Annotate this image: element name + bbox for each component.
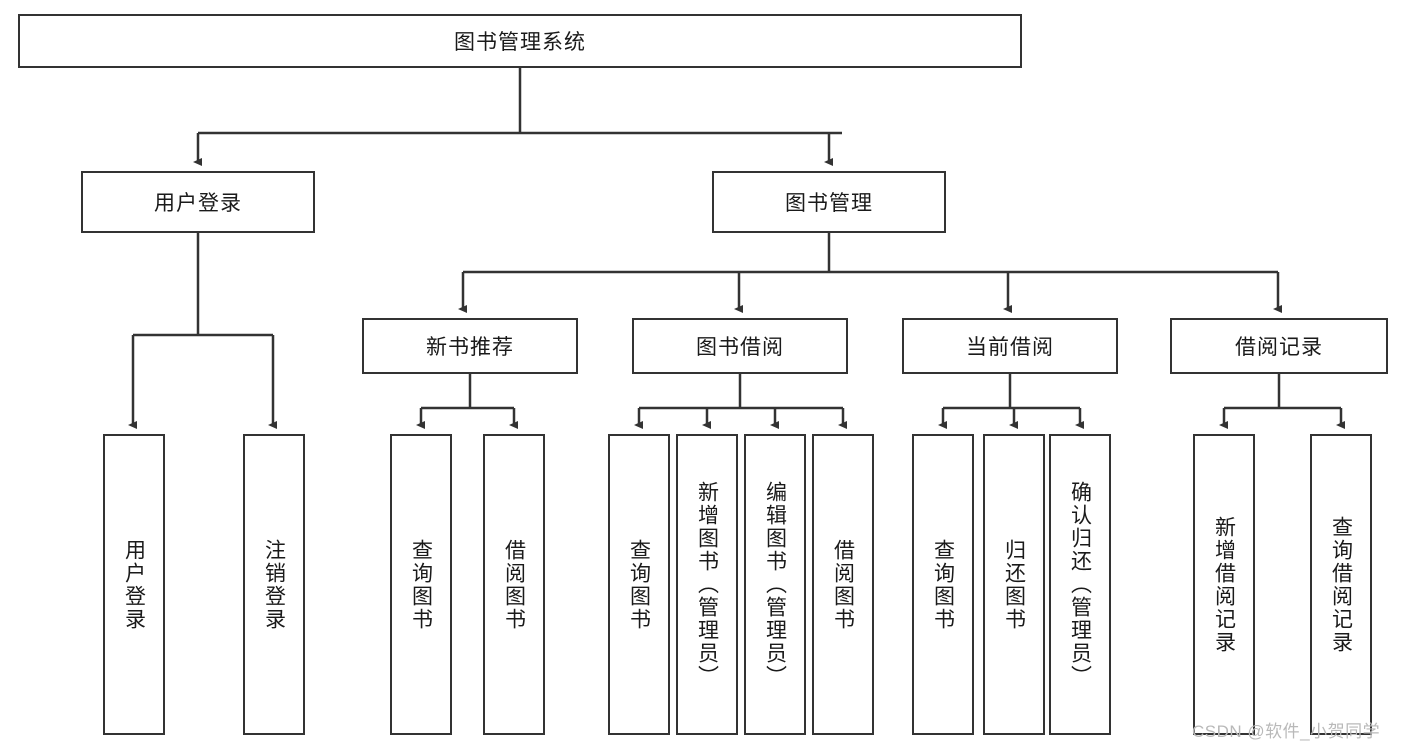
- node-label: 借阅记录: [1235, 336, 1323, 359]
- node-borrow-record[interactable]: 借阅记录: [1170, 318, 1388, 374]
- edge-root-trunk: [193, 68, 842, 166]
- node-label: 注销登录: [262, 538, 286, 631]
- node-current-borrow[interactable]: 当前借阅: [902, 318, 1118, 374]
- node-label: 图书管理: [785, 192, 873, 215]
- node-leaf-return-book[interactable]: 归还图书: [983, 434, 1045, 735]
- node-leaf-logout[interactable]: 注销登录: [243, 434, 305, 735]
- node-label: 归还图书: [1002, 538, 1026, 631]
- watermark-text: CSDN @软件_小贺同学: [1192, 722, 1381, 741]
- node-label: 编辑图书（管理员）: [763, 481, 787, 688]
- node-label: 用户登录: [122, 538, 146, 631]
- node-book-management[interactable]: 图书管理: [712, 171, 946, 233]
- node-label: 确认归还（管理员）: [1068, 481, 1092, 688]
- node-label: 新书推荐: [426, 336, 514, 359]
- node-label: 当前借阅: [966, 336, 1054, 359]
- node-label: 图书管理系统: [454, 31, 586, 54]
- node-leaf-borrow-book[interactable]: 借阅图书: [812, 434, 874, 735]
- node-leaf-add-borrow-record[interactable]: 新增借阅记录: [1193, 434, 1255, 735]
- node-label: 借阅图书: [502, 538, 526, 631]
- edge-current-borrow-children: [938, 374, 1084, 429]
- edge-user-login-children: [128, 233, 277, 429]
- node-label: 新增借阅记录: [1212, 515, 1236, 654]
- node-leaf-query-book-recommend[interactable]: 查询图书: [390, 434, 452, 735]
- node-label: 查询图书: [931, 538, 955, 631]
- node-leaf-query-book-borrow[interactable]: 查询图书: [608, 434, 670, 735]
- node-leaf-add-book-admin[interactable]: 新增图书（管理员）: [676, 434, 738, 735]
- edge-borrow-record-children: [1219, 374, 1345, 429]
- node-label: 用户登录: [154, 192, 242, 215]
- node-leaf-borrow-book-recommend[interactable]: 借阅图书: [483, 434, 545, 735]
- node-label: 图书借阅: [696, 336, 784, 359]
- node-label: 查询图书: [627, 538, 651, 631]
- edge-book-borrow-children: [634, 374, 847, 429]
- edge-new-book-recommend-children: [416, 374, 518, 429]
- edge-book-management-children: [458, 233, 1282, 313]
- node-new-book-recommend[interactable]: 新书推荐: [362, 318, 578, 374]
- node-leaf-confirm-return-admin[interactable]: 确认归还（管理员）: [1049, 434, 1111, 735]
- node-label: 查询借阅记录: [1329, 515, 1353, 654]
- node-leaf-query-book-current[interactable]: 查询图书: [912, 434, 974, 735]
- node-leaf-query-borrow-record[interactable]: 查询借阅记录: [1310, 434, 1372, 735]
- node-leaf-edit-book-admin[interactable]: 编辑图书（管理员）: [744, 434, 806, 735]
- node-book-borrow[interactable]: 图书借阅: [632, 318, 848, 374]
- node-label: 查询图书: [409, 538, 433, 631]
- node-leaf-user-login[interactable]: 用户登录: [103, 434, 165, 735]
- node-user-login[interactable]: 用户登录: [81, 171, 315, 233]
- node-label: 新增图书（管理员）: [695, 481, 719, 688]
- node-label: 借阅图书: [831, 538, 855, 631]
- node-root-system[interactable]: 图书管理系统: [18, 14, 1022, 68]
